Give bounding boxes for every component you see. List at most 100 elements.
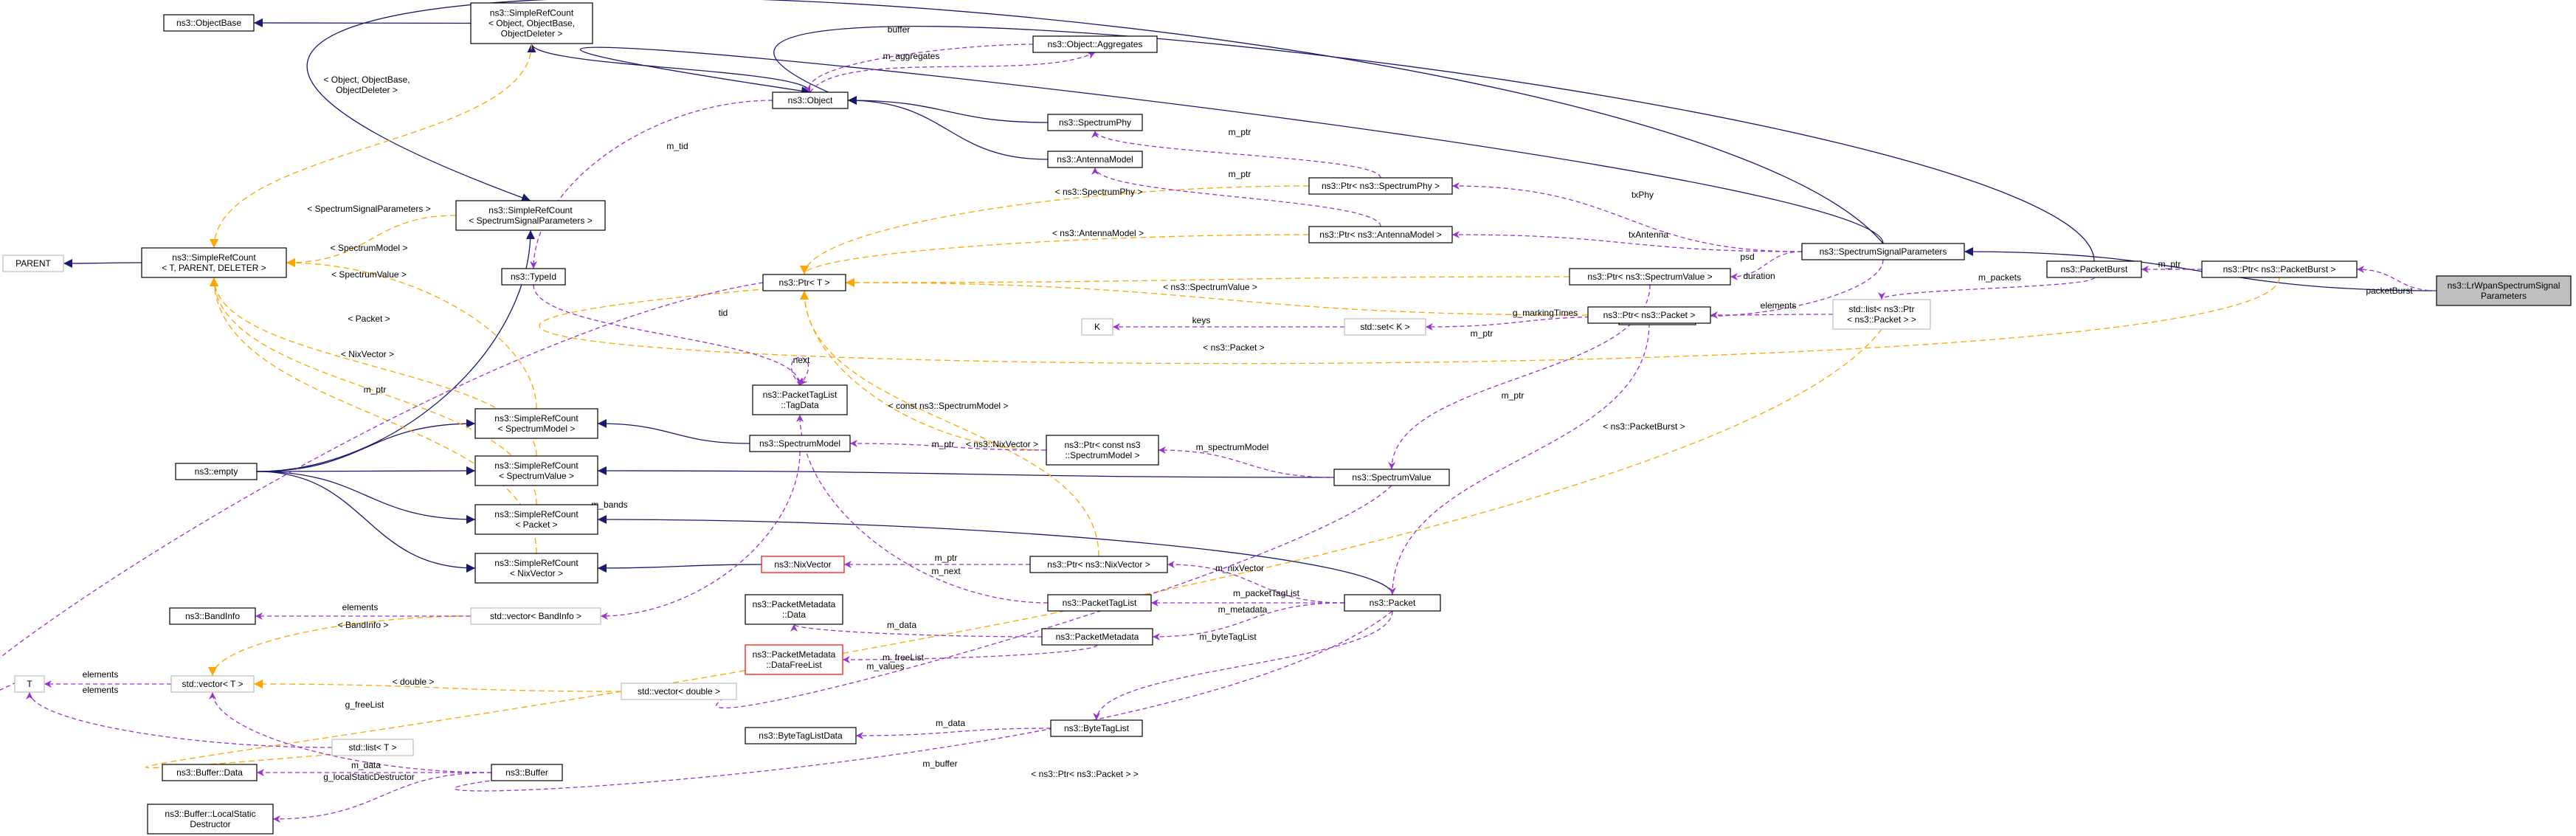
edge-use-packet-to-bytetaglist xyxy=(1093,610,1393,721)
node-parent[interactable]: PARENT xyxy=(2,255,64,272)
edge-use-spectrumsignalparameters-to-ptrspectrumvalue xyxy=(1730,251,1803,280)
edge-label-elements-list: elements xyxy=(1761,300,1797,311)
edge-use-listptrpacket-to-ptrpacket xyxy=(1710,311,1834,319)
edge-label-m-packetTagList: m_packetTagList xyxy=(1233,588,1300,598)
edge-use-ptrspectrumphy-to-spectrumphy xyxy=(1091,130,1381,179)
node-src-spectrummodel[interactable]: ns3::SimpleRefCount< SpectrumModel > xyxy=(474,408,598,439)
edge-label-m-ptr-antennamodel: m_ptr xyxy=(1229,169,1251,179)
edge-label-m-next: m_next xyxy=(931,566,961,576)
node-box xyxy=(1801,243,1965,260)
node-src-packet[interactable]: ns3::SimpleRefCount< Packet > xyxy=(474,504,598,535)
node-src-ssp[interactable]: ns3::SimpleRefCount< SpectrumSignalParam… xyxy=(455,200,606,231)
node-objectbase[interactable]: ns3::ObjectBase xyxy=(163,14,255,32)
node-box xyxy=(163,14,255,32)
edge-tpl-ptrspectrumvalue-to-ptrt xyxy=(845,276,1570,287)
node-label: ns3::Ptr< const ns3 xyxy=(1064,440,1140,450)
node-label: ns3::SimpleRefCount xyxy=(488,205,573,215)
node-label: ns3::Ptr< ns3::SpectrumPhy > xyxy=(1322,181,1440,191)
node-label: std::set< K > xyxy=(1360,322,1409,332)
node-ptrpacket[interactable]: ns3::Ptr< ns3::Packet > xyxy=(1587,306,1711,324)
node-label: < NixVector > xyxy=(510,568,563,578)
node-pmdatafreelist[interactable]: ns3::PacketMetadata::DataFreeList xyxy=(745,644,843,675)
node-label: ns3::Buffer::Data xyxy=(176,767,243,778)
edge-label-keys: keys xyxy=(1192,315,1211,325)
node-bandinfo[interactable]: ns3::BandInfo xyxy=(169,607,256,625)
node-packet[interactable]: ns3::Packet xyxy=(1344,594,1441,612)
node-ptrantennamodel[interactable]: ns3::Ptr< ns3::AntennaModel > xyxy=(1308,226,1453,243)
node-objectaggregates[interactable]: ns3::Object::Aggregates xyxy=(1032,35,1158,53)
node-empty[interactable]: ns3::empty xyxy=(175,463,258,480)
node-typeid[interactable]: ns3::TypeId xyxy=(501,268,566,286)
node-label: ns3::SimpleRefCount xyxy=(494,413,579,424)
node-src-generic[interactable]: ns3::SimpleRefCount< T, PARENT, DELETER … xyxy=(141,247,287,278)
node-label: ns3::PacketTagList xyxy=(763,390,838,400)
node-spectrumphy[interactable]: ns3::SpectrumPhy xyxy=(1047,114,1143,131)
node-box xyxy=(761,556,845,573)
node-listptrpacket[interactable]: std::list< ns3::Ptr< ns3::Packet > > xyxy=(1832,299,1931,330)
node-ptrpacketburst[interactable]: ns3::Ptr< ns3::PacketBurst > xyxy=(2201,260,2358,278)
node-label: PARENT xyxy=(15,258,51,269)
edge-label-tmpl-spectrumphy: < ns3::SpectrumPhy > xyxy=(1055,187,1143,197)
edge-use-packetburst-to-listptrpacket xyxy=(1878,277,2095,300)
node-t[interactable]: T xyxy=(14,675,45,693)
node-src-object[interactable]: ns3::SimpleRefCount< Object, ObjectBase,… xyxy=(470,2,593,44)
node-ptrconstspectrummodel[interactable]: ns3::Ptr< const ns3::SpectrumModel > xyxy=(1046,435,1159,466)
node-ptrnixvector[interactable]: ns3::Ptr< ns3::NixVector > xyxy=(1029,556,1168,573)
node-spectrummodel[interactable]: ns3::SpectrumModel xyxy=(749,435,851,452)
edge-label-objectbase-params: ObjectDeleter > xyxy=(336,85,398,95)
edge-use-packet-to-ptrnixvector xyxy=(1167,561,1345,604)
edge-tpl-src_ssp-to-src_generic xyxy=(286,215,457,267)
node-label: ns3::SimpleRefCount xyxy=(172,252,256,263)
edge-label-m-data-btl: m_data xyxy=(936,718,965,728)
node-bufferdata[interactable]: ns3::Buffer::Data xyxy=(162,764,258,781)
node-label: ns3::PacketTagList xyxy=(1063,598,1137,608)
edge-label-m-data-buffer: m_data xyxy=(351,760,381,770)
node-vectort[interactable]: std::vector< T > xyxy=(170,675,255,693)
node-k[interactable]: K xyxy=(1081,318,1113,336)
node-packetburst[interactable]: ns3::PacketBurst xyxy=(2046,260,2142,278)
edge-use-spectrummodel-to-vectorbandinfo xyxy=(600,451,801,620)
node-bytetaglistdata[interactable]: ns3::ByteTagListData xyxy=(745,727,857,745)
node-src-spectrumvalue[interactable]: ns3::SimpleRefCount< SpectrumValue > xyxy=(474,455,598,486)
node-setk[interactable]: std::set< K > xyxy=(1344,318,1426,336)
node-tagdata[interactable]: ns3::PacketTagList::TagData xyxy=(752,384,848,415)
node-label: ns3::Buffer xyxy=(505,767,548,778)
edge-label-txAntenna: txAntenna xyxy=(1629,229,1668,240)
node-ptrt[interactable]: ns3::Ptr< T > xyxy=(762,274,846,291)
node-box xyxy=(2046,260,2142,278)
edge-label-tmpl-ptrpacket: < ns3::Ptr< ns3::Packet > > xyxy=(1031,769,1138,779)
node-bytetaglist[interactable]: ns3::ByteTagList xyxy=(1050,719,1143,737)
node-packettaglist[interactable]: ns3::PacketTagList xyxy=(1047,594,1152,612)
node-label: ns3::SpectrumPhy xyxy=(1059,117,1131,128)
node-spectrumvalue[interactable]: ns3::SpectrumValue xyxy=(1333,469,1450,486)
node-vectorbandinfo[interactable]: std::vector< BandInfo > xyxy=(470,607,601,625)
edge-inh-packet-to-src_packet xyxy=(597,515,1393,595)
node-label: ns3::Ptr< ns3::Packet > xyxy=(1603,310,1696,320)
edge-inh-spectrumsignalparameters-to-object xyxy=(579,46,1884,244)
node-antennamodel[interactable]: ns3::AntennaModel xyxy=(1047,151,1143,168)
edge-tpl-vectordouble-to-vectort xyxy=(253,680,622,692)
edge-tpl-src_spectrummodel-to-src_generic xyxy=(286,258,537,410)
node-src-nixvector[interactable]: ns3::SimpleRefCount< NixVector > xyxy=(474,553,598,584)
node-vectordouble[interactable]: std::vector< double > xyxy=(621,683,737,700)
node-listt[interactable]: std::list< T > xyxy=(331,739,414,756)
edge-use-ptrpacket-to-packet xyxy=(1389,322,1650,595)
node-object[interactable]: ns3::Object xyxy=(772,91,849,109)
node-nixvector[interactable]: ns3::NixVector xyxy=(761,556,845,573)
edge-use-ptrantennamodel-to-antennamodel xyxy=(1091,167,1381,227)
node-pmdata[interactable]: ns3::PacketMetadata::Data xyxy=(745,594,843,625)
node-box xyxy=(745,644,843,675)
node-ptrspectrumphy[interactable]: ns3::Ptr< ns3::SpectrumPhy > xyxy=(1308,177,1453,195)
node-buffer[interactable]: ns3::Buffer xyxy=(491,764,563,781)
node-ptrspectrumvalue[interactable]: ns3::Ptr< ns3::SpectrumValue > xyxy=(1569,268,1731,286)
node-label: ns3::NixVector xyxy=(774,559,831,570)
node-spectrumsignalparameters[interactable]: ns3::SpectrumSignalParameters xyxy=(1801,243,1965,260)
node-label: T xyxy=(27,679,32,689)
node-packetmetadata[interactable]: ns3::PacketMetadata xyxy=(1041,628,1153,646)
node-label: ns3::Ptr< ns3::SpectrumValue > xyxy=(1587,272,1712,282)
edge-label-m-buffer: m_buffer xyxy=(922,759,957,769)
node-label: ns3::Ptr< ns3::AntennaModel > xyxy=(1319,229,1441,240)
